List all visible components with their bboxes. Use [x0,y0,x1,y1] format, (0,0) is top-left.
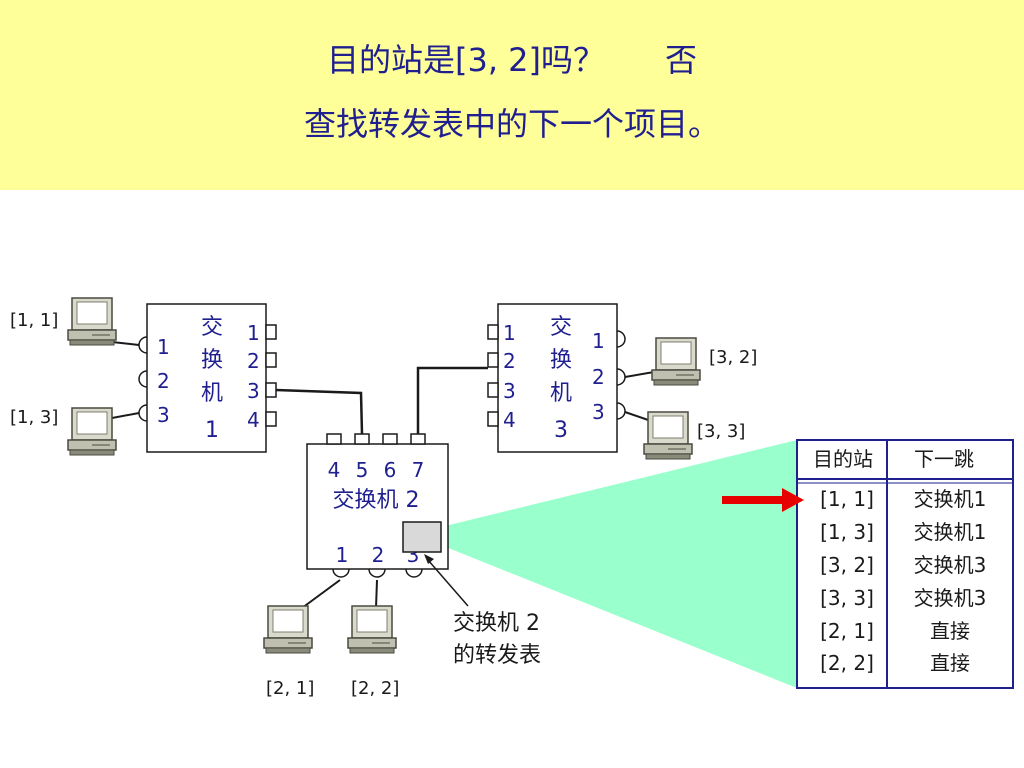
switch2-port-5: 5 [356,458,369,482]
table-cell-dest-4: [3, 3] [820,586,874,610]
switch-2: 4 5 6 7 交换机 2 1 2 3 [306,433,449,578]
table-cell-dest-5: [2, 1] [820,619,874,643]
host-label-33: [3, 3] [697,421,745,442]
link-host-22 [375,579,378,609]
answer-text: 否 [665,41,698,79]
current-row-arrow [722,488,804,512]
link-switch3-switch2 [416,366,488,434]
switch1-port-left-3: 3 [157,403,170,427]
table-cell-next-6: 直接 [930,651,970,675]
switch3-port-right-1: 1 [592,329,605,353]
switch1-port-left-2: 2 [157,369,170,393]
host-label-21: [2, 1] [266,678,314,699]
switch3-port-left-4: 4 [503,408,516,432]
table-header-dest: 目的站 [813,447,873,471]
zoom-beam [441,440,797,688]
switch3-port-right-3: 3 [592,400,605,424]
header-banner [0,0,1024,190]
callout-pointer [427,559,469,607]
switch1-name-2: 换 [201,348,223,373]
switch-3: 1 2 3 4 交 换 机 3 1 2 3 [487,303,626,453]
table-cell-dest-1: [1, 1] [820,487,874,511]
computer-icon-21 [263,605,313,654]
switch1-port-left-1: 1 [157,335,170,359]
switch2-port-2: 2 [372,543,385,567]
computer-icon-22 [347,605,397,654]
computer-icon-13 [67,407,117,456]
switch2-port-6: 6 [384,458,397,482]
callout-line1: 交换机 2 [453,611,540,636]
callout-arrowhead [424,554,434,564]
computer-icon-32 [651,337,701,386]
switch2-port-1: 1 [336,543,349,567]
link-host-13 [111,412,140,419]
switch1-name-4: 1 [205,418,219,443]
forwarding-table: 目的站 下一跳 [1, 1] 交换机1 [1, 3] 交换机1 [3, 2] 交… [796,439,1014,689]
switch3-name-3: 机 [550,381,572,406]
switch2-name: 交换机 2 [333,488,420,513]
host-label-22: [2, 2] [351,678,399,699]
table-header-next: 下一跳 [914,447,974,471]
switch2-port-4: 4 [328,458,341,482]
question-line: 目的站是[3, 2]吗？ 否 [0,40,1024,80]
computer-icon-11 [67,297,117,346]
table-cell-next-4: 交换机3 [914,586,987,610]
question-text: 目的站是[3, 2]吗？ [326,41,606,79]
switch1-name-3: 机 [201,381,223,406]
link-host-32 [624,371,655,378]
computer-icon-33 [643,411,693,460]
table-cell-next-5: 直接 [930,619,970,643]
switch3-name-1: 交 [550,315,572,340]
table-cell-next-1: 交换机1 [914,487,987,511]
link-switch1-switch2 [275,388,364,435]
table-cell-dest-3: [3, 2] [820,553,874,577]
table-cell-dest-2: [1, 3] [820,520,874,544]
switch3-port-left-2: 2 [503,349,516,373]
host-label-13: [1, 3] [10,407,58,428]
table-cell-next-3: 交换机3 [914,553,987,577]
callout-line2: 的转发表 [453,643,541,668]
switch3-name-4: 3 [554,418,568,443]
switch1-port-right-2: 2 [247,349,260,373]
host-label-32: [3, 2] [709,347,757,368]
switch3-port-left-1: 1 [503,321,516,345]
instruction-text: 查找转发表中的下一个项目。 [303,105,720,143]
switch-1: 1 2 3 交 换 机 1 1 2 3 4 [138,303,277,453]
switch1-name-1: 交 [201,315,223,340]
switch3-port-left-3: 3 [503,379,516,403]
switch3-name-2: 换 [550,348,572,373]
table-cell-next-2: 交换机1 [914,520,987,544]
switch2-port-7: 7 [412,458,425,482]
table-cell-dest-6: [2, 2] [820,651,874,675]
switch1-port-right-3: 3 [247,379,260,403]
host-label-11: [1, 1] [10,310,58,331]
forwarding-table-icon[interactable] [402,521,442,553]
switch1-port-right-4: 4 [247,408,260,432]
switch1-port-right-1: 1 [247,321,260,345]
link-host-21 [301,579,341,609]
switch3-port-right-2: 2 [592,365,605,389]
link-host-11 [111,341,140,346]
